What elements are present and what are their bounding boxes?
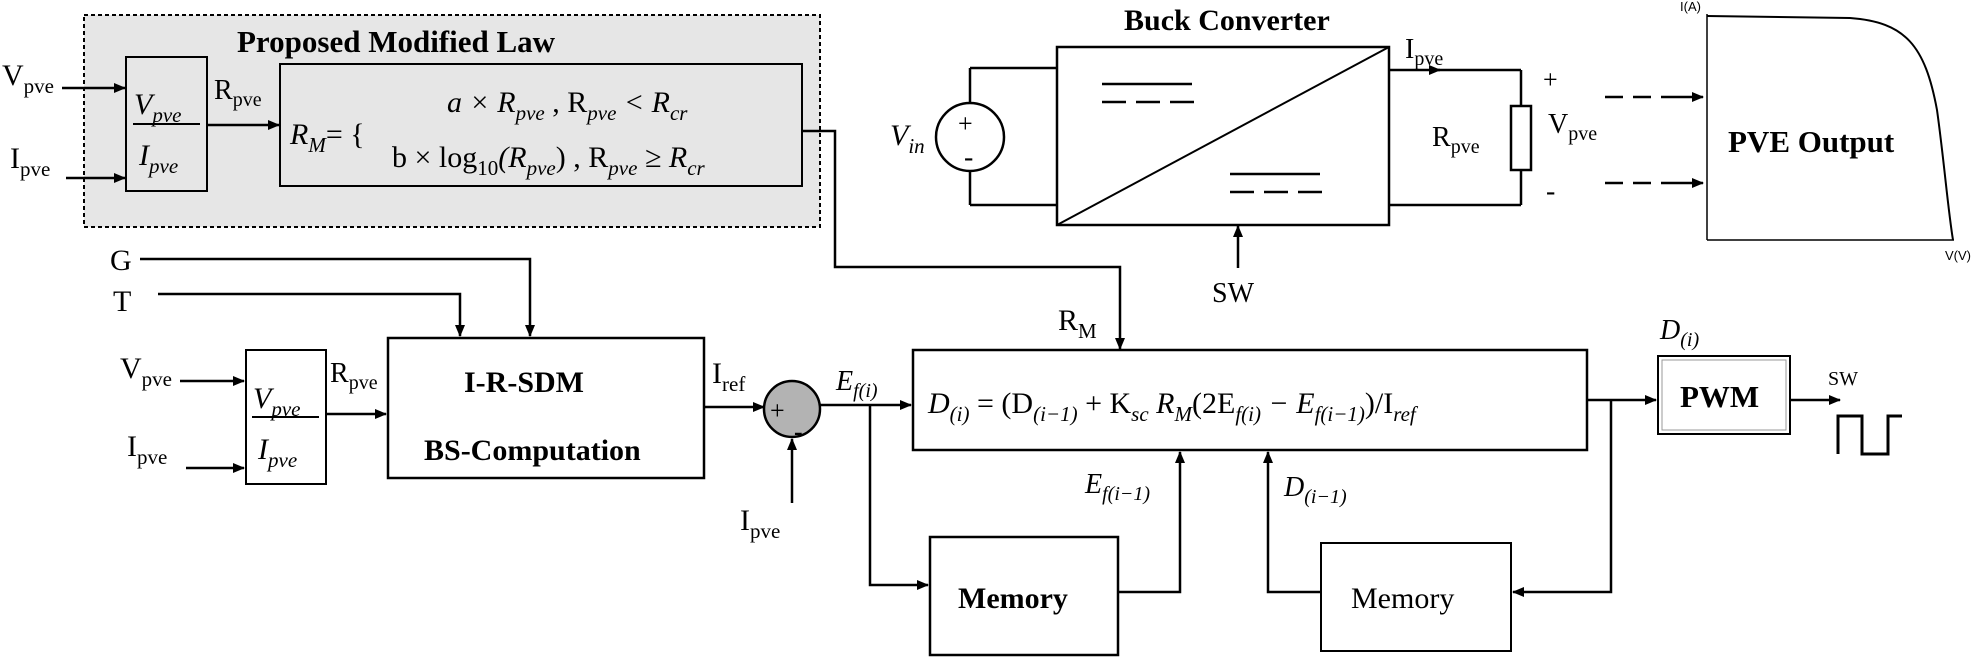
sdm-line2: BS-Computation [424, 434, 641, 467]
vin-plus: + [958, 109, 973, 138]
sw-out-label: SW [1828, 368, 1858, 390]
law-vpve-label: Vpve [2, 59, 54, 98]
buck-vpve-label: Vpve [1548, 109, 1597, 145]
pve-iv-curve [1706, 15, 1954, 241]
law-rpve-label: Rpve [214, 75, 262, 111]
buck-diagonal [1056, 46, 1390, 226]
vin-minus: - [964, 142, 973, 173]
t-signal-path [158, 292, 465, 337]
rpve-resistor-icon [1509, 104, 1533, 172]
rm-signal-path [802, 129, 1125, 350]
d-out-label: D(i) [1659, 315, 1699, 351]
iref-label: Iref [712, 357, 745, 396]
d-prev-label: D(i−1) [1283, 472, 1347, 508]
g-signal-path [140, 257, 535, 337]
buck-sw-label: SW [1212, 278, 1255, 309]
lower-ipve-label: Ipve [127, 430, 167, 469]
sdm-block [386, 336, 706, 480]
law-eq-case1: a × Rpve , Rpve < Rcr [447, 86, 688, 125]
lower-vpve-label: Vpve [120, 352, 172, 391]
t-label: T [113, 285, 131, 318]
duty-equation-block [911, 348, 1589, 452]
buck-ipve-label: Ipve [1405, 34, 1443, 70]
sdm-line1: I-R-SDM [464, 366, 584, 399]
pve-chart-title: PVE Output [1728, 124, 1895, 159]
memory-d-label: Memory [1351, 582, 1454, 615]
memory-ef-out-path [1118, 451, 1185, 594]
buck-title: Buck Converter [1124, 4, 1330, 37]
buck-out-plus: + [1543, 65, 1558, 94]
pve-y-label: I(A) [1680, 0, 1701, 14]
law-ipve-label: Ipve [10, 142, 50, 181]
memory-block-d [1320, 542, 1512, 652]
pve-x-label: V(V) [1945, 248, 1971, 263]
pwm-label: PWM [1680, 379, 1759, 414]
law-equation-block [279, 63, 803, 187]
law-title: Proposed Modified Law [237, 24, 556, 59]
lower-divide-block [245, 349, 327, 485]
pwm-block [1657, 355, 1791, 435]
d-feedback-path [1512, 400, 1613, 597]
rm-label: RM [1058, 304, 1097, 343]
duty-equation: D(i) = (D(i−1) + Ksc RM(2Ef(i) − Ef(i−1)… [927, 387, 1419, 426]
ef-to-memory-path [868, 405, 929, 590]
memory-block-ef [928, 535, 1120, 657]
summing-junction [762, 379, 822, 439]
law-frac-den: Ipve [138, 139, 178, 178]
ef-label: Ef(i) [835, 366, 878, 402]
lower-frac-den: Ipve [257, 433, 297, 472]
sum-minus: - [794, 417, 803, 446]
pwm-block-inner [1661, 359, 1787, 431]
lower-frac-num: Vpve [253, 382, 300, 421]
buck-rpve-label: Rpve [1432, 122, 1480, 158]
memory-d-out-path [1263, 451, 1321, 594]
law-eq-lhs: RM= { [289, 118, 365, 157]
lower-rpve-label: Rpve [330, 358, 378, 394]
buck-out-minus: - [1546, 176, 1555, 207]
ipve-feedback-label: Ipve [740, 504, 780, 543]
g-label: G [110, 244, 132, 277]
memory-ef-label: Memory [958, 582, 1068, 615]
law-eq-case2: b × log10(Rpve) , Rpve ≥ Rcr [392, 141, 706, 180]
ef-prev-label: Ef(i−1) [1084, 469, 1150, 505]
pwm-square-wave-icon [1836, 414, 1902, 456]
sum-plus: + [770, 396, 785, 425]
vin-source-icon [934, 101, 1006, 173]
vin-label: Vin [890, 119, 925, 158]
